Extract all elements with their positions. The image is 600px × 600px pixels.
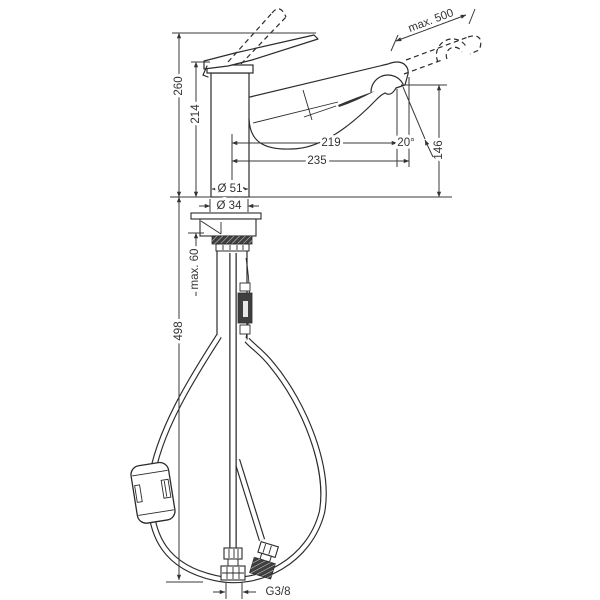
spray-head-dome	[370, 74, 404, 93]
hose-weight	[130, 461, 176, 524]
dim-outlet-height-label: 146	[433, 140, 445, 159]
hose-label-tag	[237, 282, 253, 335]
dim-spout-height-label: 214	[190, 104, 202, 124]
mounting-hardware	[190, 212, 262, 252]
dim-spout-reach-label: 219	[321, 137, 340, 149]
dim-total-reach-label: 235	[307, 155, 326, 167]
dim-hole-diameter-label: Ø 34	[217, 200, 243, 212]
faucet-body	[202, 34, 409, 198]
dim-thread-size-label: G3/8	[266, 586, 291, 598]
handle-raised-dashed	[227, 8, 287, 65]
pullout-spray-dashed	[403, 35, 482, 75]
hose-fitting-straight	[220, 547, 246, 581]
hose-fitting-angled	[249, 540, 280, 580]
dim-base-diameter-label: Ø 51	[218, 183, 243, 195]
dim-counter-thickness-label: max. 60	[189, 249, 201, 290]
supply-hoses	[147, 250, 327, 584]
dim-hose-drop-label: 498	[173, 321, 185, 340]
dim-total-height-label: 260	[173, 76, 185, 95]
dim-spray-angle-label: 20°	[397, 137, 414, 149]
handle-lever	[203, 34, 319, 70]
dim-max-pullout-label: max. 500	[407, 7, 456, 35]
